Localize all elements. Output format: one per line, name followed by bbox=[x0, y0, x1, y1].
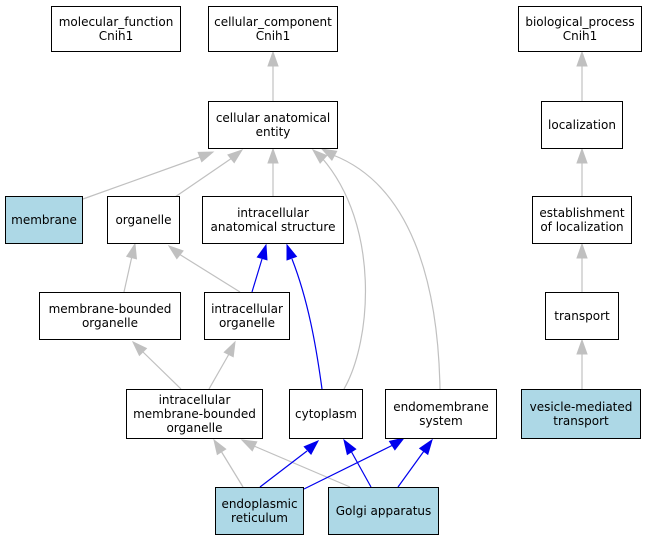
edge-vesicle-mediated-transport-to-transport bbox=[576, 338, 588, 389]
node-label-line: organelle bbox=[115, 213, 172, 227]
node-label-line: reticulum bbox=[231, 511, 288, 525]
node-label-line: anatomical structure bbox=[210, 220, 336, 234]
edge-golgi-apparatus-to-intracellular-membrane-bounded-organelle bbox=[240, 439, 351, 488]
edge-establishment-of-localization-to-localization bbox=[576, 147, 588, 196]
edge-cellular-anatomical-entity-to-cellular-component bbox=[267, 50, 279, 101]
node-membrane[interactable]: membrane bbox=[5, 196, 83, 244]
edge-intracellular-anatomical-structure-to-cellular-anatomical-entity bbox=[267, 147, 279, 196]
node-label-line: membrane-bounded bbox=[48, 302, 172, 316]
edge-localization-to-biological-process bbox=[576, 50, 588, 101]
edge-cytoplasm-to-intracellular-anatomical-structure bbox=[286, 243, 323, 390]
edge-transport-to-establishment-of-localization bbox=[576, 242, 588, 292]
node-organelle[interactable]: organelle bbox=[107, 196, 180, 244]
node-label-line: localization bbox=[548, 118, 616, 132]
node-label-line: Cnih1 bbox=[255, 29, 291, 43]
edge-endoplasmic-reticulum-to-intracellular-membrane-bounded-organelle bbox=[213, 438, 244, 488]
node-label-line: membrane-bounded bbox=[133, 407, 256, 421]
node-label-line: Cnih1 bbox=[562, 29, 598, 43]
edge-endoplasmic-reticulum-to-cytoplasm bbox=[259, 440, 320, 488]
edge-intracellular-membrane-bounded-organelle-to-membrane-bounded-organelle bbox=[131, 340, 182, 390]
node-label-line: intracellular bbox=[237, 206, 309, 220]
edge-membrane-to-cellular-anatomical-entity bbox=[82, 151, 215, 200]
edge-golgi-apparatus-to-cytoplasm bbox=[343, 438, 372, 488]
node-label-line: Golgi apparatus bbox=[335, 504, 432, 518]
node-label-line: of localization bbox=[540, 220, 624, 234]
node-label-line: intracellular bbox=[158, 393, 231, 407]
node-label-line: system bbox=[419, 414, 463, 428]
node-label-line: establishment bbox=[539, 206, 625, 220]
edge-intracellular-membrane-bounded-organelle-to-intracellular-organelle bbox=[208, 340, 236, 390]
node-label-line: endomembrane bbox=[393, 400, 489, 414]
node-label-line: endoplasmic bbox=[221, 497, 298, 511]
edge-endomembrane-system-to-cellular-anatomical-entity bbox=[320, 148, 441, 390]
node-label-line: vesicle-mediated bbox=[529, 400, 633, 414]
node-label-line: cellular anatomical bbox=[215, 111, 331, 125]
edge-cytoplasm-to-cellular-anatomical-entity bbox=[311, 149, 367, 390]
node-golgi-apparatus[interactable]: Golgi apparatus bbox=[328, 487, 439, 535]
edge-endoplasmic-reticulum-to-endomembrane-system bbox=[303, 437, 406, 490]
edge-intracellular-organelle-to-organelle bbox=[167, 245, 241, 293]
node-label-line: biological_process bbox=[525, 15, 635, 29]
node-label-line: transport bbox=[553, 414, 609, 428]
edge-organelle-to-cellular-anatomical-entity bbox=[174, 149, 244, 198]
node-label-line: organelle bbox=[81, 316, 139, 330]
node-label-line: molecular_function bbox=[58, 15, 174, 29]
node-label-line: entity bbox=[255, 125, 291, 139]
node-label-line: cellular_component bbox=[214, 15, 332, 29]
node-cytoplasm[interactable]: cytoplasm bbox=[289, 389, 363, 439]
node-label-line: transport bbox=[554, 309, 610, 323]
node-transport[interactable]: transport bbox=[545, 292, 619, 340]
node-localization[interactable]: localization bbox=[541, 101, 623, 149]
node-label-line: organelle bbox=[218, 316, 276, 330]
node-label-line: intracellular bbox=[211, 302, 283, 316]
edge-membrane-bounded-organelle-to-organelle bbox=[123, 242, 138, 293]
node-label-line: organelle bbox=[166, 421, 223, 435]
edge-intracellular-organelle-to-intracellular-anatomical-structure bbox=[251, 243, 268, 293]
node-label-line: Cnih1 bbox=[98, 29, 134, 43]
edge-golgi-apparatus-to-endomembrane-system bbox=[397, 438, 433, 488]
node-label-line: membrane bbox=[11, 213, 77, 227]
node-label-line: cytoplasm bbox=[295, 407, 357, 421]
